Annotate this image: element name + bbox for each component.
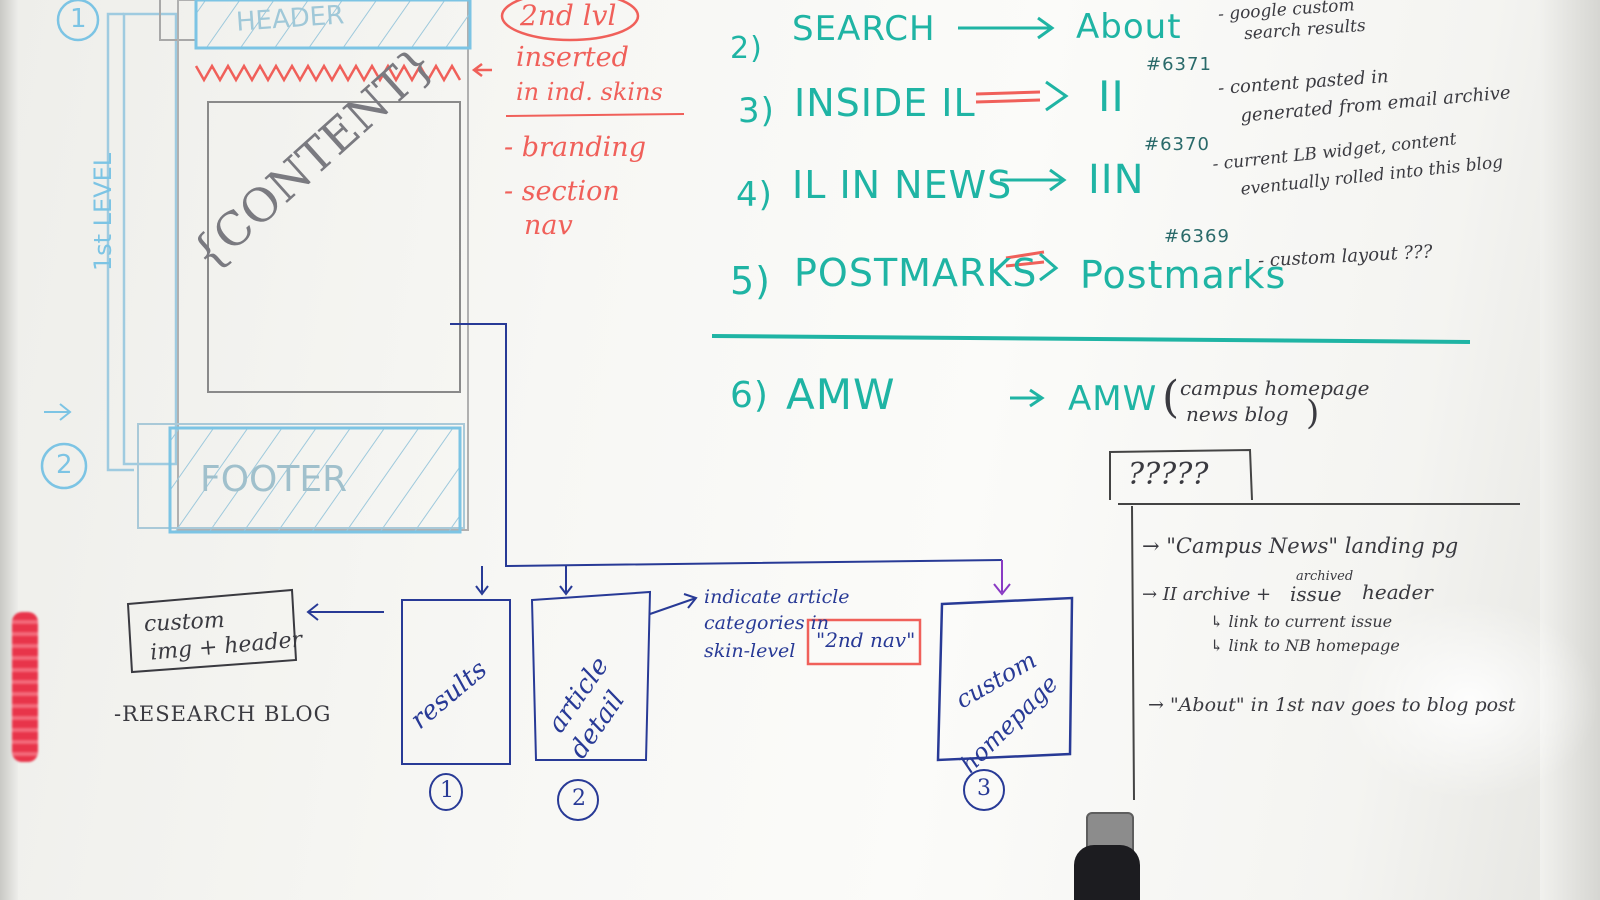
- red-magnet-strip: [12, 612, 38, 762]
- indicate-line-2: categories in: [704, 612, 829, 634]
- indicate-line-1: indicate article: [704, 586, 850, 608]
- question-line-2-pre: → II archive +: [1142, 584, 1272, 605]
- arrow-amw: [1010, 388, 1045, 408]
- arrow-search: [958, 16, 1055, 40]
- map-num-search: 2): [730, 31, 763, 66]
- bottom-num-1: 1: [440, 778, 454, 803]
- custom-img-box: [126, 588, 298, 674]
- second-lvl-note-2: in ind. skins: [516, 78, 663, 106]
- question-box: [1118, 503, 1520, 801]
- map-ticket-news: #6370: [1144, 134, 1210, 155]
- footer-label: FOOTER: [200, 459, 348, 500]
- connector-drop2: [559, 566, 573, 596]
- second-lvl-note-1: inserted: [516, 42, 629, 73]
- arrow-postmarks: [1005, 250, 1045, 268]
- amw-right: AMW: [1068, 379, 1158, 419]
- connector-main: [450, 323, 1003, 568]
- arrow-postmarks-head: [1039, 252, 1059, 282]
- article-box: [530, 590, 652, 761]
- bottom-circle-3: [963, 769, 1005, 811]
- map-num-postmarks: 5): [730, 259, 772, 303]
- page-frame-left: [159, 0, 196, 41]
- question-tab-label: ?????: [1128, 457, 1209, 492]
- question-line-3: ↳ link to current issue: [1210, 612, 1393, 631]
- arrow-news: [1000, 168, 1067, 192]
- second-lvl-note-5: nav: [524, 210, 573, 241]
- question-line-4: ↳ link to NB homepage: [1210, 636, 1400, 655]
- connector-drop1: [475, 566, 489, 596]
- question-line-2-sup: archived: [1296, 569, 1354, 584]
- results-box: [401, 599, 511, 765]
- question-line-2-post: header: [1362, 580, 1433, 604]
- wire-num-2: 2: [56, 450, 73, 480]
- bottom-num-3: 3: [977, 776, 991, 801]
- amw-num: 6): [730, 375, 769, 416]
- second-lvl-oval: [500, 0, 640, 42]
- map-left-search: SEARCH: [792, 9, 936, 49]
- map-left-inside: INSIDE IL: [794, 81, 976, 125]
- circle-2: [40, 442, 88, 490]
- second-lvl-note-4: - section: [504, 176, 620, 207]
- circle-1: [56, 0, 100, 42]
- amw-paren-close: ): [1306, 393, 1320, 433]
- map-right-search: About: [1076, 7, 1182, 47]
- arrow-indicate: [649, 593, 698, 615]
- second-lvl-title: 2nd lvl: [520, 0, 617, 32]
- map-ticket-inside: #6371: [1146, 54, 1212, 75]
- bottom-circle-2: [557, 779, 599, 821]
- footer-block: [168, 426, 462, 534]
- arrow-to-custom: [306, 603, 384, 621]
- content-box: [207, 101, 461, 393]
- connector-drop3: [993, 560, 1011, 596]
- board-clip-base: [1074, 845, 1140, 900]
- arrow-inside-head: [1045, 80, 1069, 112]
- light-glare: [1340, 600, 1600, 800]
- page-frame-outer: [122, 12, 178, 466]
- question-line-5: → "About" in 1st nav goes to blog post: [1148, 694, 1516, 716]
- map-right-postmarks: Postmarks: [1080, 253, 1287, 297]
- wire-num-1: 1: [70, 4, 87, 34]
- map-right-news: IIN: [1088, 157, 1145, 203]
- question-line-1: → "Campus News" landing pg: [1142, 534, 1459, 558]
- question-tab: [1109, 448, 1253, 501]
- amw-note2: news blog: [1186, 402, 1289, 426]
- small-arrow: [44, 403, 72, 421]
- red-divider: [505, 113, 685, 117]
- custom-img-line-1: custom: [143, 607, 226, 638]
- map-num-news: 4): [736, 175, 773, 215]
- bottom-circle-1: [429, 773, 463, 811]
- second-nav-label: "2nd nav": [816, 628, 916, 652]
- homepage-box: [936, 596, 1074, 762]
- header-block: [194, 0, 472, 50]
- map-num-inside: 3): [738, 91, 775, 131]
- red-arrow-in: [471, 63, 492, 77]
- amw-left: AMW: [786, 370, 896, 419]
- arrow-inside: [975, 90, 1041, 104]
- second-nav-box: [806, 618, 922, 666]
- map-left-postmarks: POSTMARKS: [794, 251, 1038, 295]
- second-lvl-note-3: - branding: [504, 132, 646, 163]
- level-label: 1st LEVEL: [89, 152, 118, 272]
- bottom-num-2: 2: [572, 786, 586, 811]
- indicate-line-3: skin-level: [704, 640, 796, 662]
- map-ticket-postmarks: #6369: [1164, 226, 1230, 247]
- amw-paren-open: (: [1162, 372, 1180, 423]
- question-line-2-word: issue: [1290, 582, 1342, 606]
- research-blog-label: -RESEARCH BLOG: [114, 702, 332, 726]
- teal-divider: [711, 334, 1471, 344]
- frame-link: [106, 12, 134, 472]
- map-right-inside: II: [1098, 72, 1125, 121]
- red-zigzag: [194, 63, 462, 83]
- map-left-news: IL IN NEWS: [792, 163, 1013, 207]
- amw-note1: campus homepage: [1180, 376, 1370, 400]
- header-label: HEADER: [235, 0, 346, 38]
